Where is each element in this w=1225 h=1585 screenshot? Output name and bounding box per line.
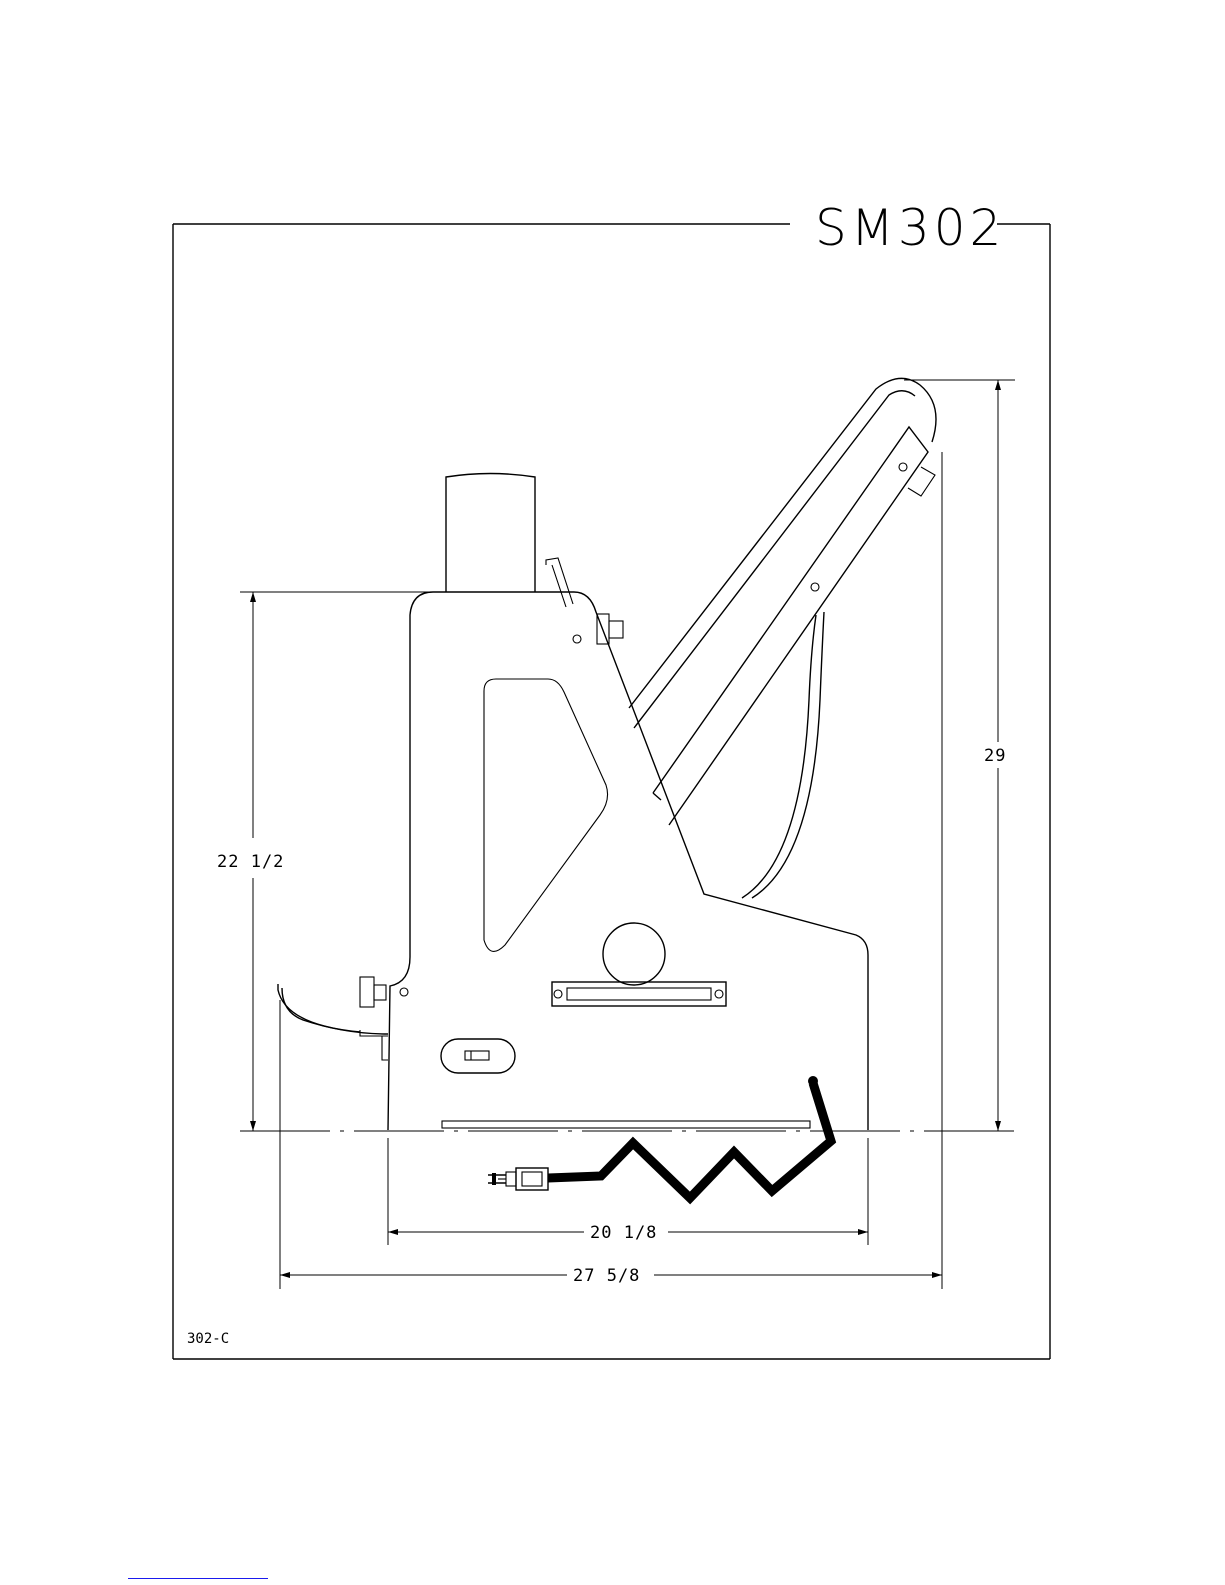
model-title: SM302	[815, 199, 1005, 257]
catch-tray	[278, 984, 388, 1060]
main-body	[388, 592, 868, 1130]
plug-icon	[488, 1168, 548, 1190]
dimension-lines: 22 1/2 29 20 1/8 27 5/8	[217, 380, 1015, 1289]
drawing-code: 302-C	[187, 1331, 229, 1347]
dim-base-height: 22 1/2	[217, 852, 284, 872]
dim-overall-width: 27 5/8	[573, 1266, 640, 1286]
frame-border	[173, 224, 1050, 1359]
base-plate	[442, 1121, 810, 1128]
slicer-machine	[278, 378, 936, 1198]
dim-overall-height: 29	[984, 746, 1006, 766]
side-panel	[484, 679, 608, 951]
footer-underline	[128, 1578, 268, 1579]
thickness-knob	[603, 923, 665, 985]
power-cord	[488, 1076, 831, 1198]
slide-bar	[552, 982, 726, 1006]
dim-base-width: 20 1/8	[590, 1223, 657, 1243]
power-switch	[441, 1039, 515, 1073]
top-chute	[446, 474, 535, 593]
